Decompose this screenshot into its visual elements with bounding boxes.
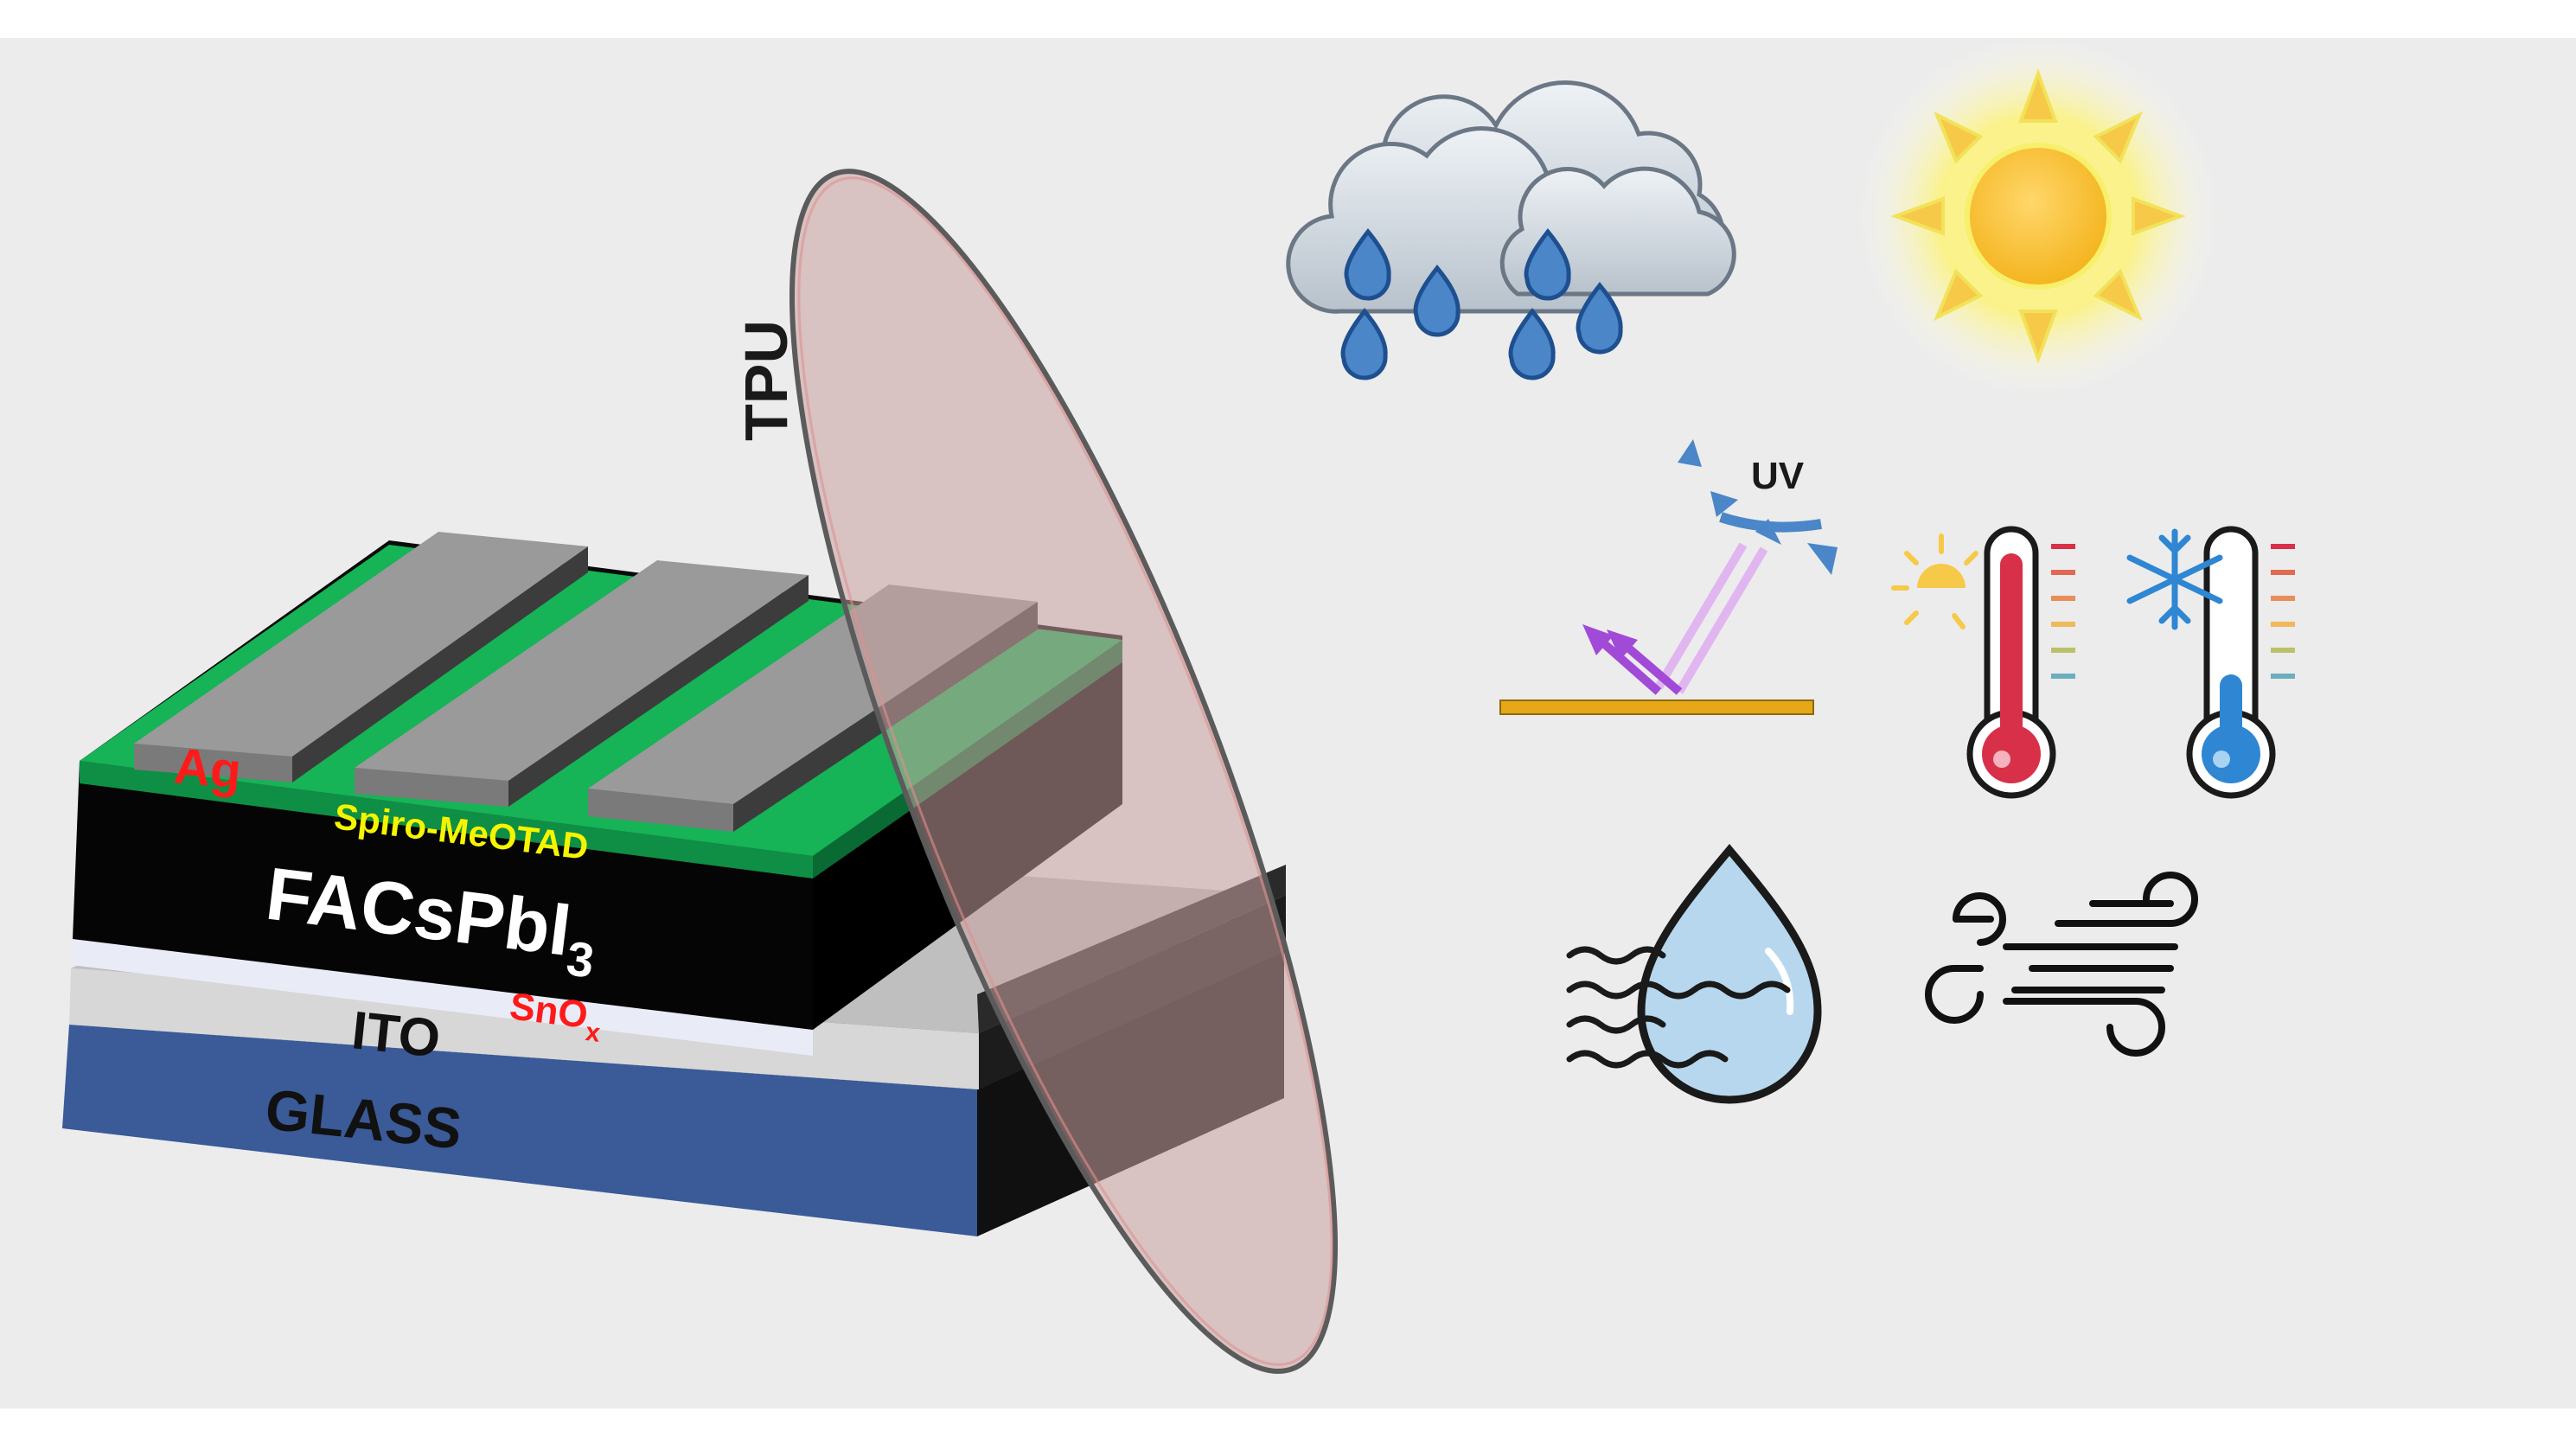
ag-label: Ag: [172, 738, 244, 799]
ag-electrode-3-front: [588, 789, 733, 832]
uv-label: UV: [1751, 455, 1805, 497]
ag-electrode-1-side: [292, 546, 588, 782]
sno-label-sub: x: [584, 1018, 602, 1048]
ag-electrode-2-side: [508, 575, 809, 807]
ag-electrode-2-top: [355, 560, 809, 781]
ag-electrode-2-front: [355, 768, 508, 807]
spiro-layer-front: [80, 761, 813, 878]
sun-icon: [1857, 35, 2220, 398]
glass-layer-front: [62, 1025, 977, 1236]
tpu-label: TPU: [732, 320, 800, 441]
rain-cloud-icon: [1286, 80, 1736, 380]
perovskite-layer-front: [73, 761, 813, 1030]
ag-electrode-1-top: [134, 532, 588, 757]
ag-electrode-1-front: [134, 744, 292, 782]
ito-label: ITO: [349, 1000, 444, 1069]
water-drop-humidity-icon: [1566, 844, 1822, 1104]
uv-surface: [1499, 699, 1814, 715]
sno-layer-front: [71, 939, 813, 1056]
uv-reflection-icon: UV: [1499, 439, 1838, 715]
ito-layer-front: [69, 968, 979, 1089]
tpu-encapsulation-disc: [789, 169, 1338, 1374]
perovskite-label-sub: 3: [564, 930, 598, 987]
hot-thermometer-icon: [1891, 526, 2075, 799]
cold-thermometer-icon: [2126, 526, 2295, 799]
sno-label-main: SnO: [508, 985, 591, 1037]
sno-label: SnOx: [506, 985, 604, 1048]
wind-icon: [1925, 872, 2198, 1057]
